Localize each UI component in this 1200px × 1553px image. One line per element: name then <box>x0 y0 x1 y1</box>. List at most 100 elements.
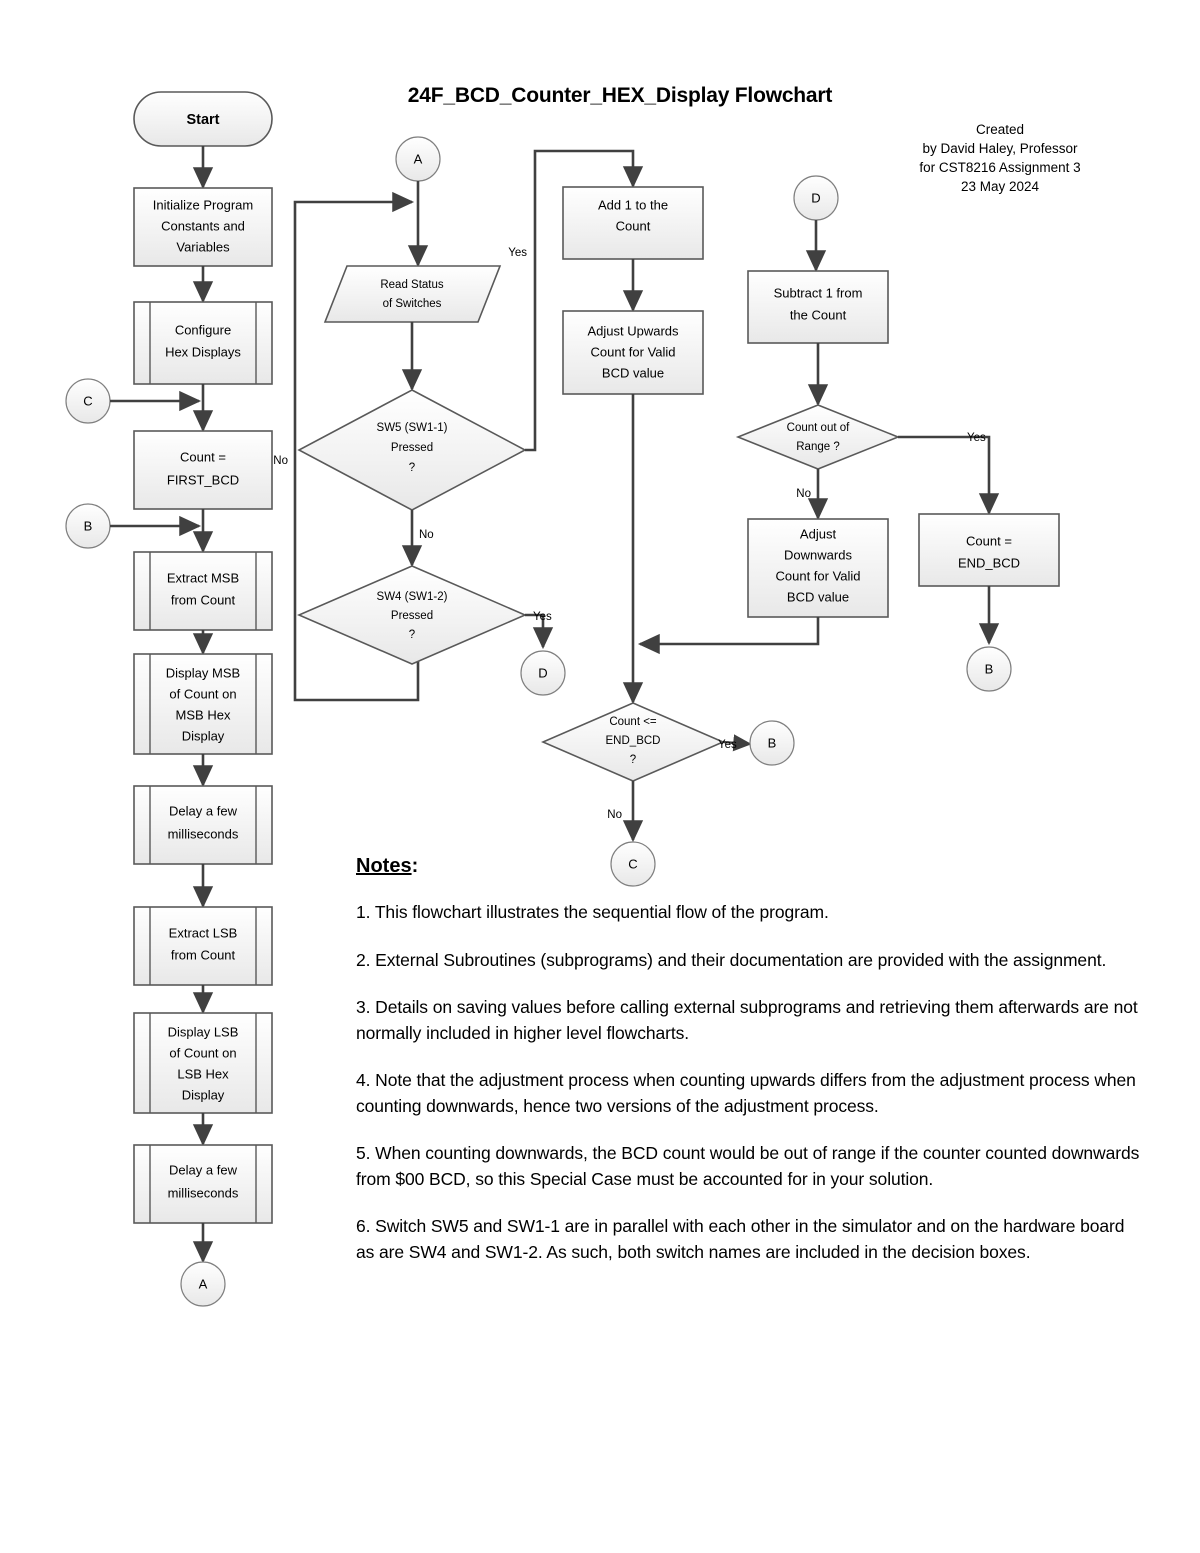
credit-line-1: Created <box>975 122 1025 137</box>
connector-c-left-label: C <box>83 393 92 408</box>
node-initialize-line2: Constants and <box>161 218 245 233</box>
node-display-lsb-line1: Display LSB <box>168 1024 239 1039</box>
node-extract-msb: Extract MSB from Count <box>133 551 273 631</box>
edge-label-sw5-no: No <box>419 529 434 541</box>
node-read-switches: Read Status of Switches <box>323 265 502 323</box>
note-item: 5. When counting downwards, the BCD coun… <box>356 1143 1140 1189</box>
node-adjust-downwards: Adjust Downwards Count for Valid BCD val… <box>747 518 889 618</box>
node-add-one: Add 1 to the Count <box>562 186 704 260</box>
node-extract-lsb-line2: from Count <box>171 947 236 962</box>
node-display-msb-line2: of Count on <box>169 686 236 701</box>
node-cmp-end-line3: ? <box>630 754 636 766</box>
node-extract-lsb-line1: Extract LSB <box>169 925 238 940</box>
node-initialize-line1: Initialize Program <box>153 197 253 212</box>
node-adjust-down-line4: BCD value <box>787 589 849 604</box>
edge-label-range-yes: Yes <box>967 432 986 444</box>
node-sw4-line2: Pressed <box>391 610 433 622</box>
node-adjust-up-line1: Adjust Upwards <box>587 323 679 338</box>
node-delay-1-line2: milliseconds <box>168 826 239 841</box>
node-display-msb-line4: Display <box>182 728 225 743</box>
connector-c-bottom: C <box>610 841 656 887</box>
credit-line-2: by David Haley, Professor <box>922 141 1078 157</box>
node-start: Start <box>133 91 273 147</box>
node-out-range-line1: Count out of <box>787 422 850 434</box>
node-adjust-down-line2: Downwards <box>784 547 852 562</box>
page-title: 24F_BCD_Counter_HEX_Display Flowchart <box>407 84 833 107</box>
notes-heading: Notes: <box>356 855 418 878</box>
node-count-end-bcd: Count = END_BCD <box>918 513 1060 587</box>
connector-b-mid: B <box>749 720 795 766</box>
node-display-msb-line1: Display MSB <box>166 665 240 680</box>
credit-line-3: for CST8216 Assignment 3 <box>919 160 1081 176</box>
node-extract-msb-line1: Extract MSB <box>167 570 239 585</box>
edge-label-sw4-yes: Yes <box>533 611 552 623</box>
node-display-lsb-line2: of Count on <box>169 1045 236 1060</box>
node-adjust-up-line2: Count for Valid <box>590 344 675 359</box>
node-sw4-line3: ? <box>409 629 415 641</box>
node-sw5-line3: ? <box>409 462 415 474</box>
node-display-lsb: Display LSB of Count on LSB Hex Display <box>133 1012 273 1114</box>
node-decision-sw4: SW4 (SW1-2) Pressed ? <box>296 565 528 665</box>
connector-b-right: B <box>966 646 1012 692</box>
node-read-switches-line1: Read Status <box>380 279 444 291</box>
node-count-end-line2: END_BCD <box>958 555 1020 570</box>
edge-label-sw5-yes: Yes <box>508 247 527 259</box>
node-count-end-line1: Count = <box>966 533 1012 548</box>
notes-panel: Notes: 1. This flowchart illustrates the… <box>356 855 1146 1265</box>
node-display-lsb-line4: Display <box>182 1087 225 1102</box>
connector-b-left: B <box>65 503 111 549</box>
connector-b-right-label: B <box>985 661 994 676</box>
node-add-one-line1: Add 1 to the <box>598 197 668 212</box>
note-item: 6. Switch SW5 and SW1-1 are in parallel … <box>356 1216 1125 1262</box>
node-decision-count-le-end: Count <= END_BCD ? <box>540 702 726 782</box>
connector-b-mid-label: B <box>768 735 777 750</box>
node-cmp-end-line1: Count <= <box>609 716 657 728</box>
node-count-first-line2: FIRST_BCD <box>167 472 239 487</box>
node-configure-line1: Configure <box>175 322 231 337</box>
node-initialize-line3: Variables <box>176 239 230 254</box>
node-sub-one-line2: the Count <box>790 307 847 322</box>
node-delay-2: Delay a few milliseconds <box>133 1144 273 1224</box>
note-item: 1. This flowchart illustrates the sequen… <box>356 902 829 922</box>
notes-heading-word: Notes <box>356 855 412 877</box>
connector-d-top-label: D <box>811 190 820 205</box>
node-count-first-line1: Count = <box>180 449 226 464</box>
node-adjust-down-line1: Adjust <box>800 526 837 541</box>
node-adjust-up-line3: BCD value <box>602 365 664 380</box>
connector-c-bottom-label: C <box>628 856 637 871</box>
connector-d-mid-label: D <box>538 665 547 680</box>
node-sub-one-line1: Subtract 1 from <box>774 285 863 300</box>
node-configure-hex-displays: Configure Hex Displays <box>133 301 273 385</box>
node-extract-msb-line2: from Count <box>171 592 236 607</box>
connector-d-top: D <box>793 175 839 221</box>
node-decision-sw5: SW5 (SW1-1) Pressed ? <box>297 389 527 511</box>
node-adjust-upwards: Adjust Upwards Count for Valid BCD value <box>562 310 704 395</box>
node-start-label: Start <box>186 112 219 128</box>
node-initialize: Initialize Program Constants and Variabl… <box>133 187 273 267</box>
node-decision-out-of-range: Count out of Range ? <box>735 404 901 470</box>
node-display-msb-line3: MSB Hex <box>176 707 231 722</box>
note-item: 4. Note that the adjustment process when… <box>356 1070 1136 1116</box>
node-count-first-bcd: Count = FIRST_BCD <box>133 430 273 510</box>
node-configure-line2: Hex Displays <box>165 344 241 359</box>
connector-a-bottom: A <box>180 1261 226 1307</box>
node-extract-lsb: Extract LSB from Count <box>133 906 273 986</box>
note-item: 3. Details on saving values before calli… <box>356 997 1138 1043</box>
connector-a-top: A <box>395 136 441 182</box>
node-read-switches-line2: of Switches <box>383 298 442 310</box>
node-out-range-line2: Range ? <box>796 441 839 453</box>
node-add-one-line2: Count <box>616 218 651 233</box>
node-sw5-line2: Pressed <box>391 442 433 454</box>
edge-label-range-no: No <box>796 488 811 500</box>
note-item: 2. External Subroutines (subprograms) an… <box>356 949 1107 970</box>
connector-c-left: C <box>65 378 111 424</box>
node-cmp-end-line2: END_BCD <box>606 735 661 747</box>
connector-a-bottom-label: A <box>199 1276 208 1291</box>
node-display-msb: Display MSB of Count on MSB Hex Display <box>133 653 273 755</box>
credit-block: Created by David Haley, Professor for CS… <box>880 120 1120 197</box>
node-sw5-line1: SW5 (SW1-1) <box>377 422 448 434</box>
edge-label-cmp-no: No <box>607 809 622 821</box>
connector-b-left-label: B <box>84 518 93 533</box>
notes-heading-colon: : <box>411 855 419 877</box>
